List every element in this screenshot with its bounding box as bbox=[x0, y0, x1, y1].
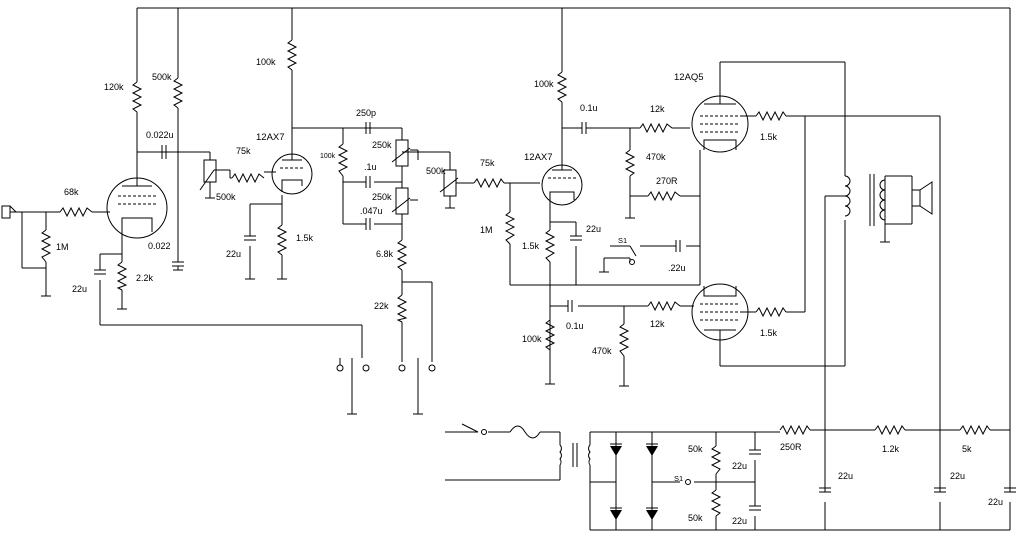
label-tube-12ax7-a: 12AX7 bbox=[256, 132, 285, 143]
label-c-22u-in: 22u bbox=[72, 284, 87, 294]
label-switch-s1-a: S1 bbox=[618, 236, 627, 245]
label-c-22u-pi: 22u bbox=[586, 224, 601, 234]
label-pot-500k-b: 500k bbox=[426, 166, 446, 176]
label-r-100k-mid: 100k bbox=[320, 153, 336, 160]
label-c-22u-psu-d: 22u bbox=[950, 471, 965, 481]
label-r-470k-bot: 470k bbox=[592, 346, 612, 356]
label-r-470k-top: 470k bbox=[646, 152, 666, 162]
transformers bbox=[509, 174, 886, 467]
label-r-75k-a: 75k bbox=[236, 146, 251, 156]
tubes bbox=[106, 95, 749, 341]
ground-symbols bbox=[41, 214, 890, 415]
label-r-15k-k2: 1.5k bbox=[296, 233, 314, 243]
label-tube-12aq5: 12AQ5 bbox=[674, 72, 704, 83]
component-labels: 120k 500k 100k 100k 250p 0.022u 75k 12AX… bbox=[56, 57, 1003, 526]
label-c-0022u: 0.022u bbox=[146, 130, 174, 140]
label-c-0022: 0.022 bbox=[148, 241, 171, 251]
label-r-100k-pi-top: 100k bbox=[534, 79, 554, 89]
label-r-1m-in: 1M bbox=[56, 242, 69, 252]
label-r-500k-top: 500k bbox=[152, 72, 172, 82]
label-r-1m-b: 1M bbox=[480, 225, 493, 235]
wiring bbox=[10, 7, 1011, 531]
resistors bbox=[40, 39, 991, 517]
label-r-100k-top: 100k bbox=[256, 57, 276, 67]
label-c-250p: 250p bbox=[356, 108, 376, 118]
label-c-22u-s1: .22u bbox=[668, 263, 686, 273]
label-c-01u-top: 0.1u bbox=[580, 103, 598, 113]
label-r-15k-pi: 1.5k bbox=[522, 241, 540, 251]
label-c-22u-k2: 22u bbox=[226, 249, 241, 259]
label-switch-s1-b: S1 bbox=[674, 474, 683, 483]
label-r-50k-a: 50k bbox=[688, 444, 703, 454]
label-r-100k-pi-bot: 100k bbox=[522, 334, 542, 344]
diodes bbox=[610, 443, 658, 520]
label-c-22u-psu-b: 22u bbox=[732, 516, 747, 526]
label-r-22k-cath: 2.2k bbox=[136, 273, 154, 283]
label-pot-250k-a: 250k bbox=[372, 140, 392, 150]
label-pot-250k-b: 250k bbox=[372, 192, 392, 202]
label-r-68k-tone: 6.8k bbox=[376, 249, 394, 259]
input-jack-icon bbox=[1, 205, 17, 219]
potentiometers bbox=[199, 139, 459, 215]
label-c-22u-psu-a: 22u bbox=[732, 461, 747, 471]
label-c-01u-bot: 0.1u bbox=[566, 321, 584, 331]
label-c-1u: .1u bbox=[364, 162, 377, 172]
label-r-250r: 250R bbox=[780, 442, 802, 452]
label-pot-500k-a: 500k bbox=[216, 192, 236, 202]
label-r-12k-psu: 1.2k bbox=[882, 444, 900, 454]
label-r-22k-tone: 22k bbox=[374, 301, 389, 311]
label-r-15k-g2-bot: 1.5k bbox=[760, 328, 778, 338]
label-r-270r: 270R bbox=[656, 176, 678, 186]
label-r-120k: 120k bbox=[104, 82, 124, 92]
switches bbox=[336, 245, 691, 485]
label-r-68k: 68k bbox=[64, 187, 79, 197]
label-tube-12ax7-b: 12AX7 bbox=[524, 152, 553, 163]
label-r-12k-bot: 12k bbox=[650, 319, 665, 329]
label-c-047u: .047u bbox=[360, 206, 383, 216]
label-c-22u-psu-c: 22u bbox=[838, 471, 853, 481]
speaker-icon bbox=[911, 181, 933, 215]
label-c-22u-psu-e: 22u bbox=[988, 497, 1003, 507]
capacitors bbox=[94, 122, 1016, 511]
label-r-5k-psu: 5k bbox=[962, 444, 972, 454]
label-r-12k-top: 12k bbox=[650, 104, 665, 114]
label-r-75k-b: 75k bbox=[480, 158, 495, 168]
label-r-15k-g2-top: 1.5k bbox=[760, 132, 778, 142]
label-r-50k-b: 50k bbox=[688, 513, 703, 523]
